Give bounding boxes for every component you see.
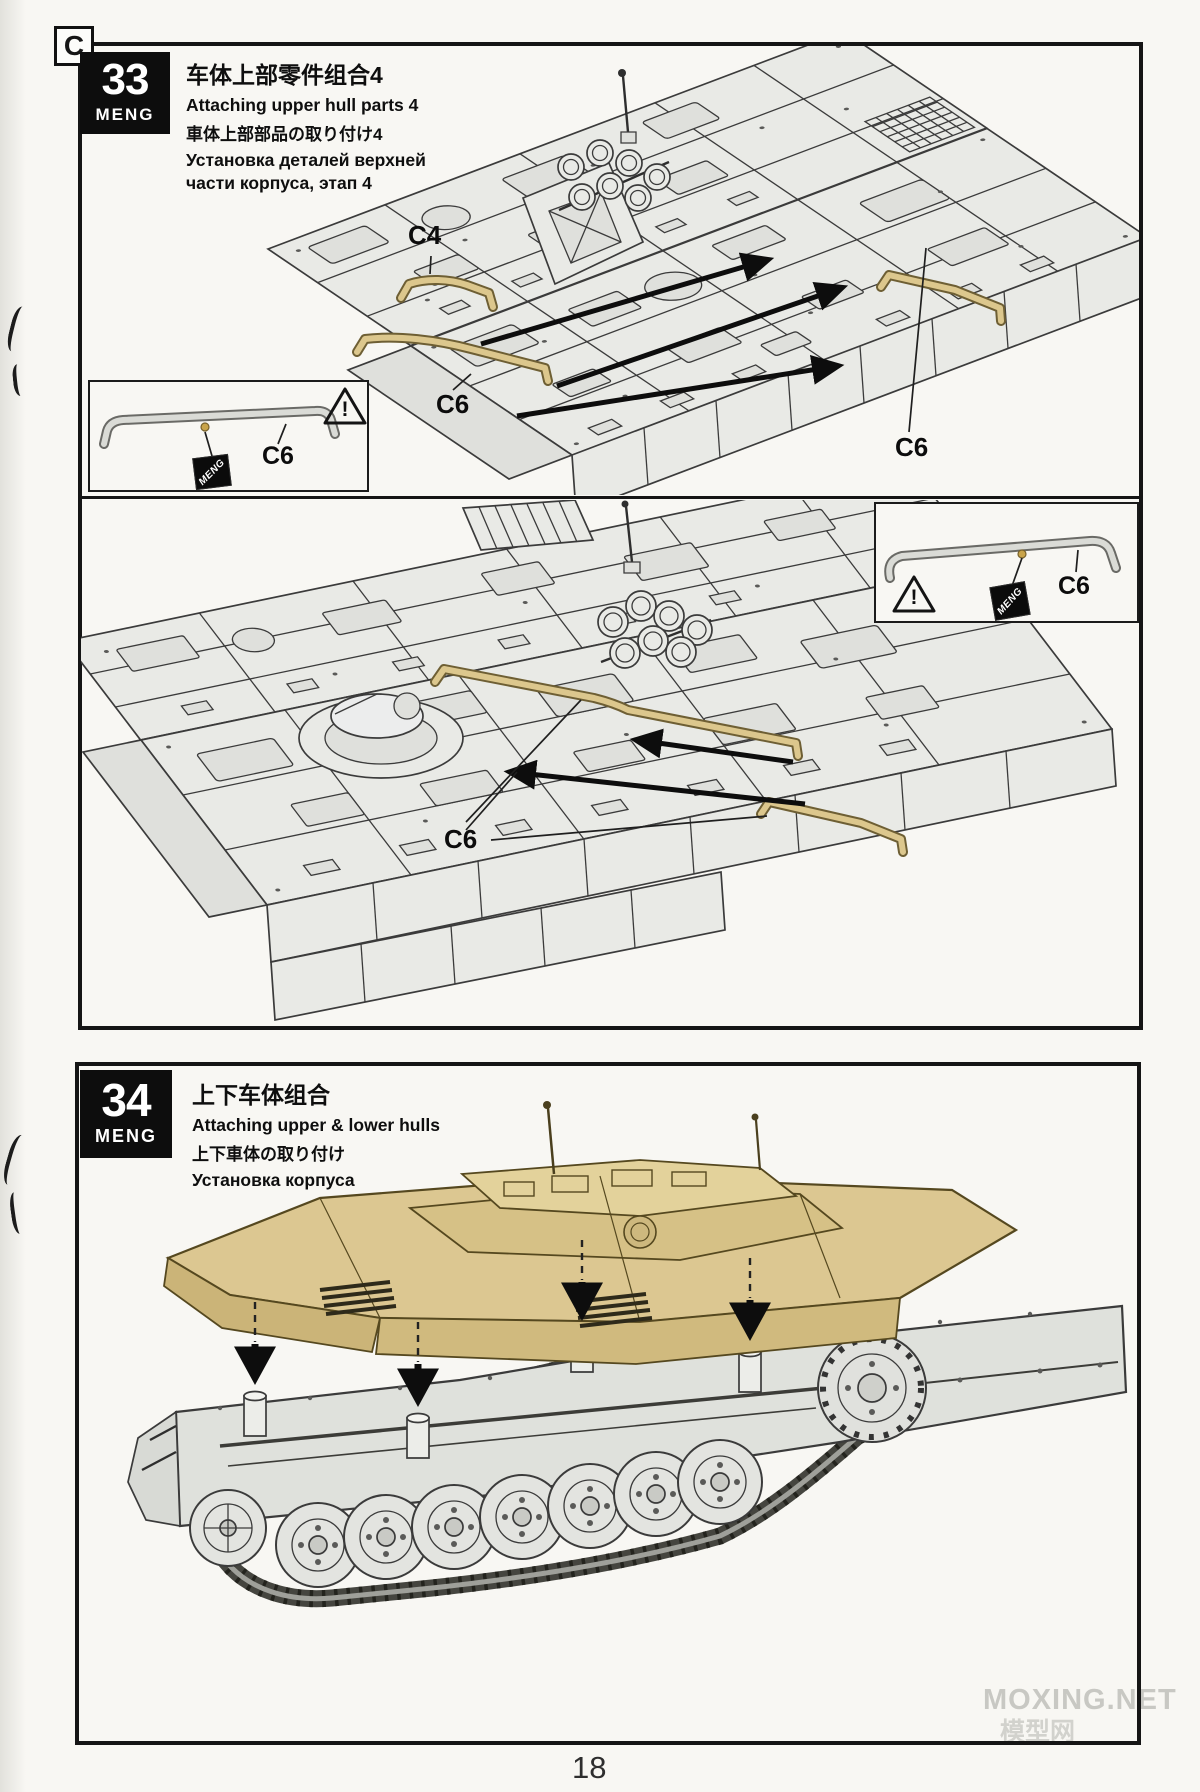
step-number: 33: [101, 55, 150, 104]
part-label-c6: C6: [1058, 572, 1090, 600]
step-title-ru: Установка деталей верхней: [186, 150, 426, 170]
meng-chip-text: MENG: [196, 456, 228, 488]
meng-chip-icon: MENG: [192, 453, 232, 491]
side-skirts: [267, 729, 1116, 1020]
handle-part-c6-loose: [352, 332, 553, 386]
step-number: 34: [101, 1074, 151, 1126]
intake-grille: [463, 500, 593, 550]
road-wheels: [276, 1440, 762, 1587]
sprue-letter: C: [63, 30, 85, 61]
hull-front-face: [83, 740, 267, 917]
handle-part-drawing: [884, 535, 1121, 587]
leader-line: [465, 699, 582, 823]
leader-line: [465, 771, 518, 831]
leader-line: [429, 255, 432, 275]
step-title-zh: 车体上部零件组合4: [186, 62, 383, 88]
idler-wheel: [190, 1490, 266, 1566]
handle-part-c6-installed: [876, 270, 1006, 326]
handle-part-c6-installed: [430, 664, 803, 761]
antenna: [618, 69, 636, 143]
warning-icon: !: [892, 574, 936, 614]
step33-illustration-bottom: [81, 500, 1139, 1024]
smoke-grenade-launchers: [558, 140, 670, 211]
drop-arrows: [234, 1240, 771, 1407]
upper-hull-tan: [163, 1101, 1019, 1365]
assembly-arrow: [556, 281, 849, 389]
step-34-titles: 上下车体组合 Attaching upper & lower hulls 上下車…: [192, 1076, 612, 1192]
part-detail-inset: ! MENG C6: [88, 380, 369, 492]
step-title-zh: 上下车体组合: [192, 1082, 330, 1108]
step33-illustration-top: [81, 46, 1139, 495]
smoke-grenade-launchers: [598, 591, 712, 668]
step-title-ja: 車体上部部品の取り付け4: [186, 125, 383, 144]
step-title-en: Attaching upper hull parts 4: [186, 95, 419, 115]
assembly-arrow: [480, 252, 775, 347]
step33-view-divider: [82, 496, 1139, 499]
scan-edge-shading: [0, 0, 26, 1792]
part-label-c6: C6: [436, 389, 470, 419]
step-33-frame: [78, 42, 1143, 1030]
watermark-site: MOXING.NET: [983, 1684, 1177, 1716]
handle-part-c4: [396, 275, 498, 312]
assembly-arrow: [503, 759, 806, 807]
step-34-number-box: 34 MENG: [80, 1070, 172, 1158]
step-33-titles: 车体上部零件组合4 Attaching upper hull parts 4 車…: [186, 56, 606, 195]
leader-line: [452, 373, 472, 391]
part-label-c6: C6: [895, 432, 929, 462]
step-title-ru: Установка корпуса: [192, 1170, 355, 1190]
step34-illustration: [80, 1101, 1138, 1608]
assembly-arrow: [629, 728, 794, 765]
meng-chip-icon: MENG: [989, 581, 1031, 621]
warning-icon: !: [323, 386, 367, 426]
part-detail-inset: ! MENG C6: [874, 502, 1139, 623]
meng-chip-text: MENG: [995, 585, 1025, 617]
engine-mesh-grille: [865, 97, 974, 152]
meng-logo: MENG: [95, 105, 155, 124]
step-title-en: Attaching upper & lower hulls: [192, 1115, 440, 1135]
leader-line: [490, 815, 768, 841]
warning-mark: !: [910, 586, 918, 609]
turret-ring-dome: [299, 693, 463, 778]
leader-line: [908, 247, 927, 433]
drive-sprocket: [818, 1334, 926, 1442]
handle-part-c6-loose: [756, 797, 908, 857]
warning-mark: !: [341, 398, 349, 421]
antenna: [621, 500, 641, 574]
page-number: 18: [572, 1750, 607, 1785]
step-title-ru: части корпуса, этап 4: [186, 172, 372, 193]
step-title-ja: 上下車体の取り付け: [192, 1145, 345, 1164]
step-34-frame: [75, 1062, 1141, 1745]
assembly-arrow: [516, 355, 845, 419]
hull-front-face: [348, 346, 572, 479]
part-label-c6: C6: [444, 824, 478, 854]
part-label-c4: C4: [408, 220, 442, 250]
step-33-number-box: 33 MENG: [80, 52, 170, 134]
upper-deck-plate: [81, 500, 985, 740]
meng-logo: MENG: [95, 1126, 157, 1146]
part-label-c6: C6: [262, 442, 294, 470]
